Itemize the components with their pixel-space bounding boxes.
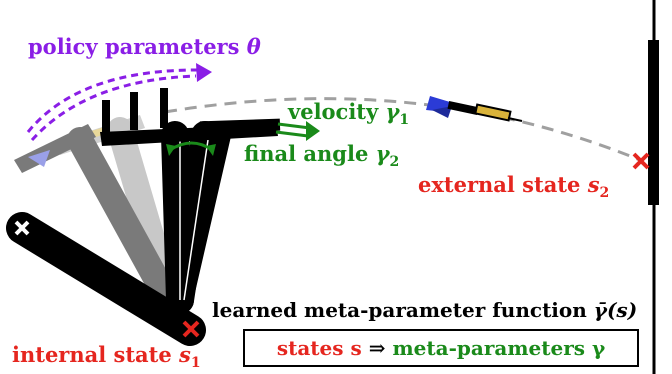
robot-arm (6, 88, 281, 346)
dart-icon (426, 96, 523, 122)
external-state-marker (632, 152, 650, 170)
velocity-label: velocity γ1 (288, 99, 410, 128)
ghost-arm-mid (14, 124, 181, 313)
release-velocity-arrows (275, 121, 320, 141)
internal-state-marker (182, 320, 200, 338)
state-to-meta-parameter-box: states s ⇒ meta-parameters γ (243, 329, 639, 367)
external-state-label: external state s2 (418, 172, 610, 201)
shoulder-marker (14, 220, 30, 236)
rotation-arrow-icon (166, 141, 216, 156)
policy-parameters-label: policy parameters θ (28, 34, 261, 59)
internal-state-label: internal state s1 (12, 342, 201, 371)
meta-parameter-function-label: learned meta-parameter function γ̄(s) (212, 298, 638, 322)
meta-parameters-text: meta-parameters γ (392, 336, 606, 360)
policy-parameter-arrows (26, 63, 212, 142)
states-text: states s (276, 336, 362, 360)
dart-trajectory (164, 97, 641, 162)
final-angle-label: final angle γ2 (244, 141, 400, 170)
implies-arrow-icon: ⇒ (368, 336, 386, 360)
